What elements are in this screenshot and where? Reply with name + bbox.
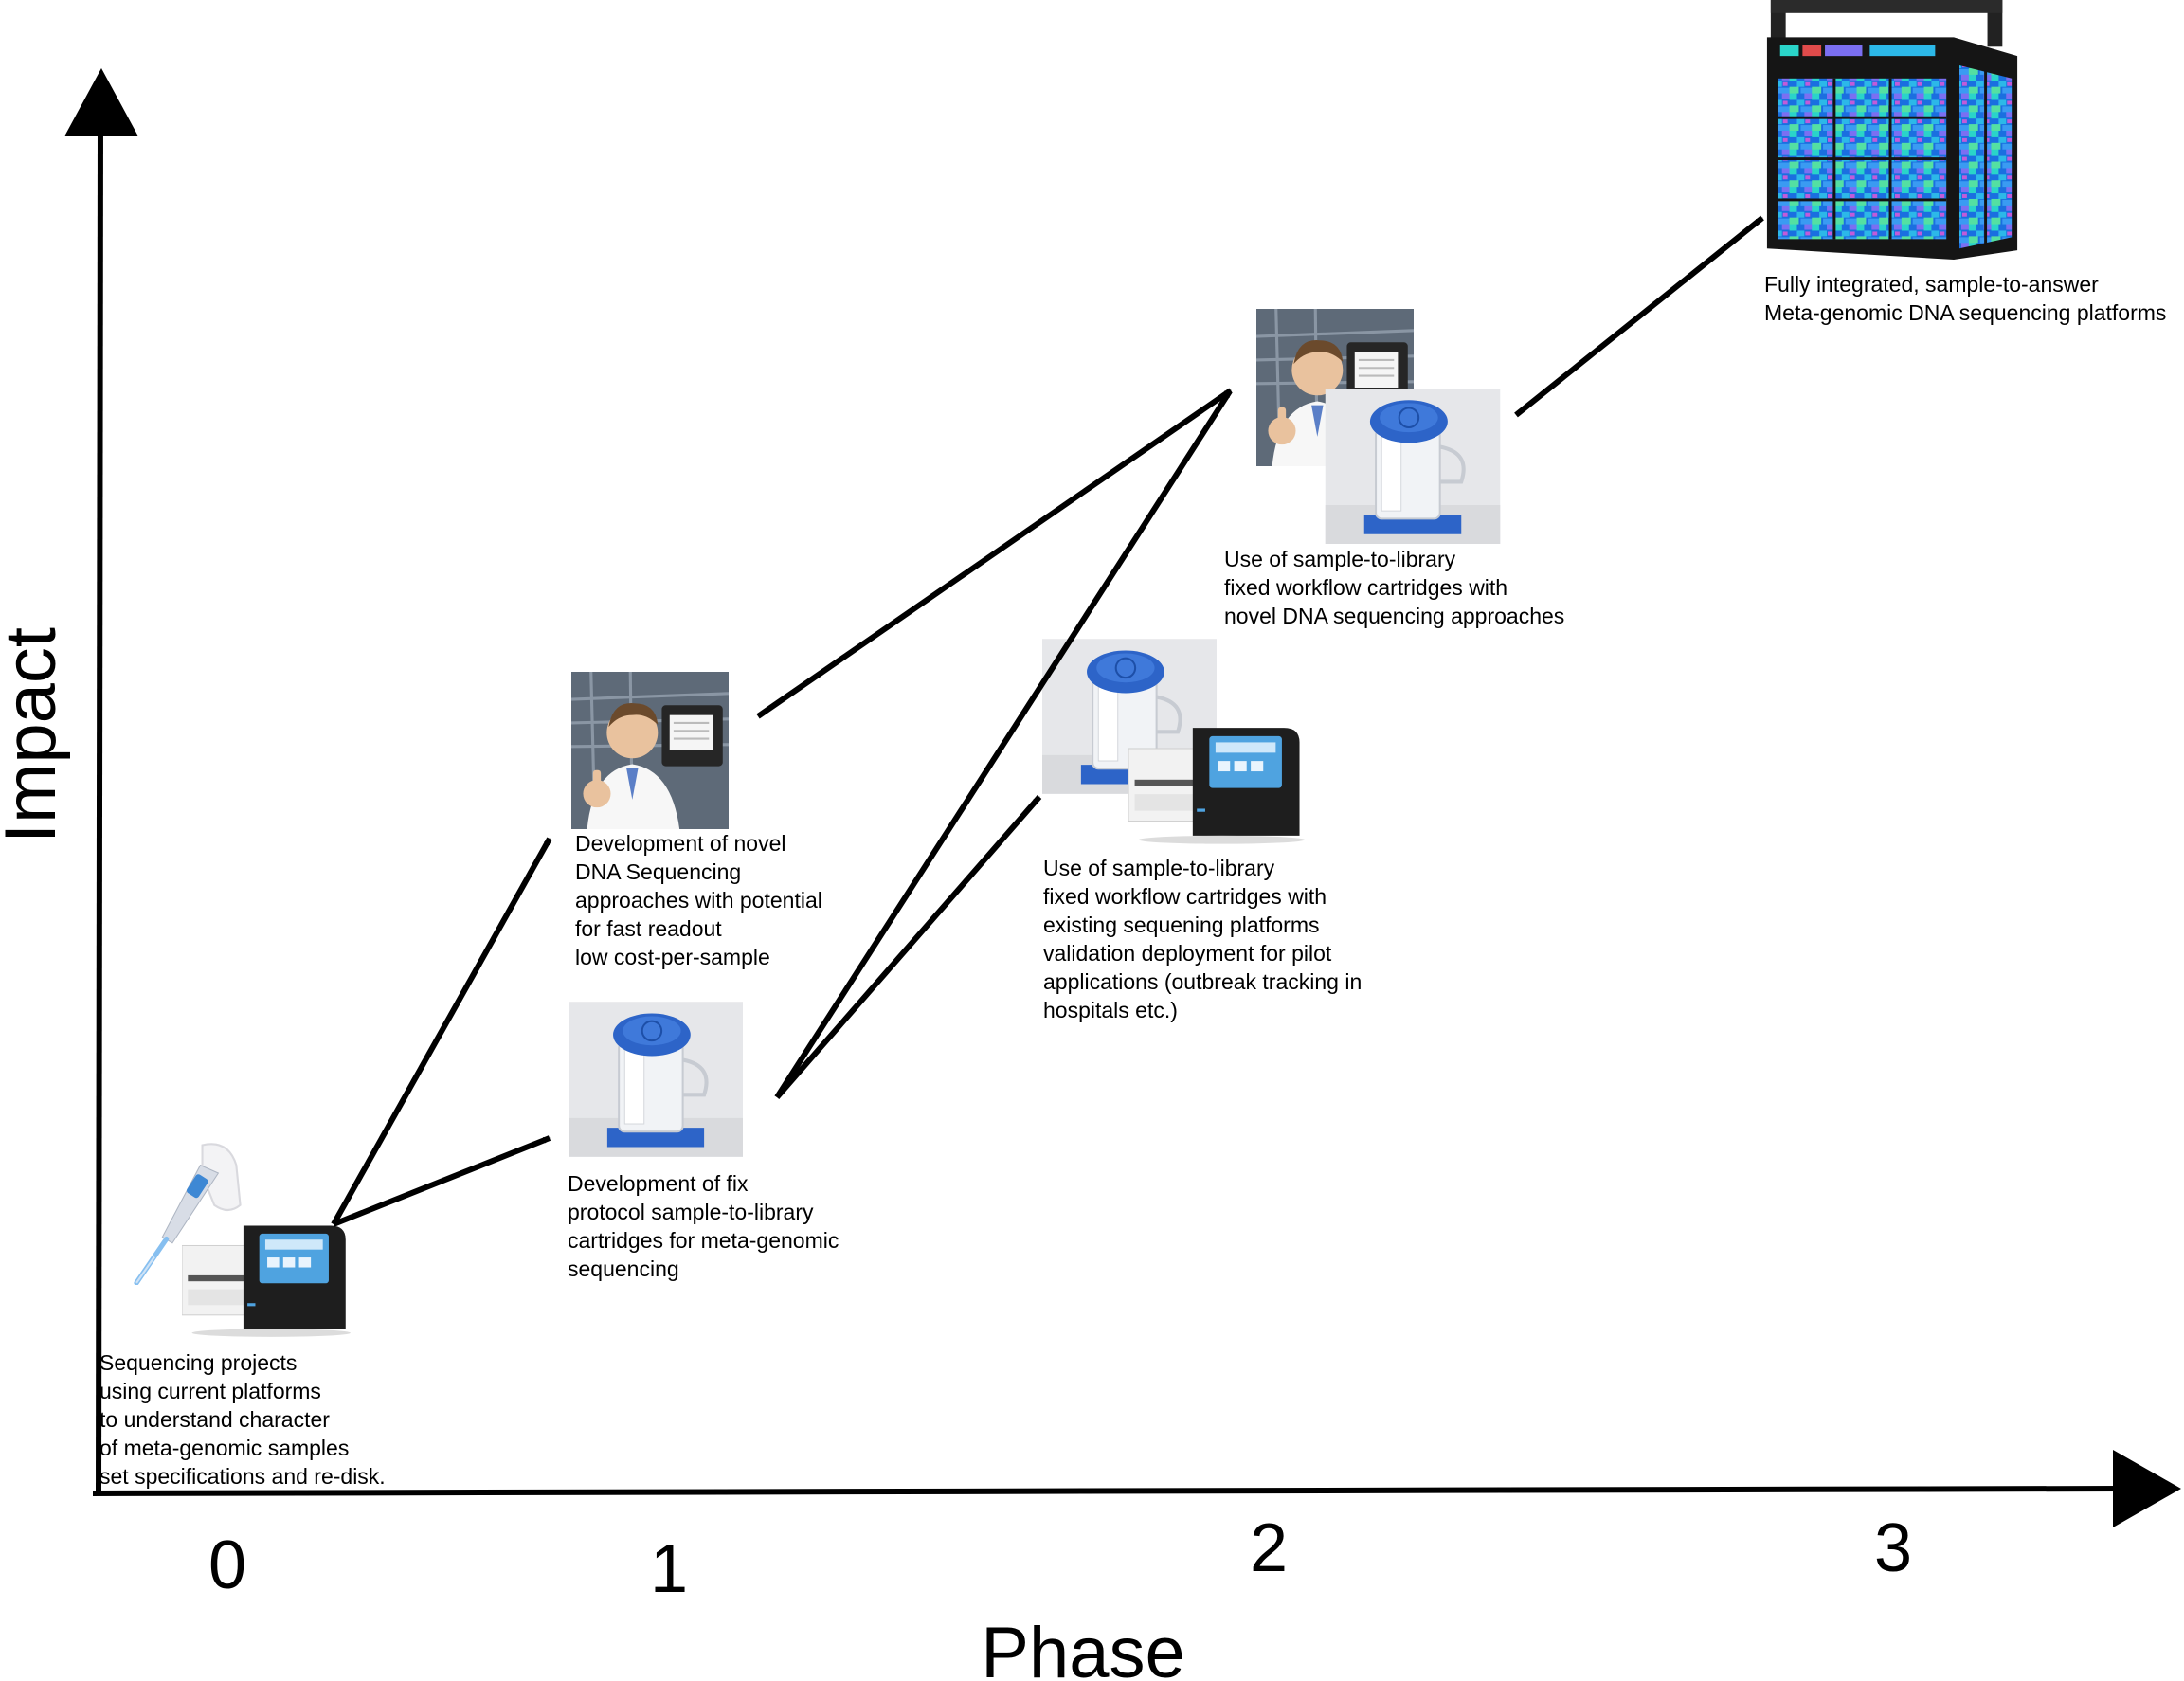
- phase2-existing-caption: Use of sample-to-library fixed workflow …: [1043, 856, 1363, 1022]
- arrow-cartridge-to-novel: [774, 389, 1233, 1099]
- arrow-phase0-to-sequencing: [331, 837, 552, 1226]
- x-axis-title: Phase: [981, 1613, 1185, 1681]
- arrow-cartridge-to-existing: [774, 795, 1042, 1099]
- cartridge-icon: [1326, 389, 1501, 544]
- x-tick-2: 2: [1250, 1510, 1288, 1586]
- benchtop-sequencer-icon: [182, 1225, 351, 1338]
- integrated-platform-icon: [1765, 0, 2019, 262]
- phase3-caption: Fully integrated, sample-to-answer Meta-…: [1764, 272, 2167, 325]
- scientist-with-device-icon: [571, 671, 729, 830]
- y-axis-arrowhead: [64, 68, 138, 136]
- x-tick-1: 1: [650, 1531, 688, 1607]
- phase0-caption: Sequencing projects using current platfo…: [99, 1350, 386, 1489]
- cartridge-icon: [569, 1002, 743, 1157]
- x-axis-arrowhead: [2113, 1450, 2181, 1527]
- arrow-sequencing-to-novel: [756, 388, 1233, 719]
- phase1-sequencing-caption: Development of novel DNA Sequencing appr…: [575, 831, 822, 969]
- phase2-novel-caption: Use of sample-to-library fixed workflow …: [1224, 547, 1565, 628]
- phase1-cartridge-caption: Development of fix protocol sample-to-li…: [568, 1171, 839, 1281]
- y-axis-line: [96, 122, 103, 1494]
- arrow-novel-to-integrated: [1514, 215, 1764, 418]
- y-axis-title: Impact: [0, 627, 71, 843]
- x-tick-3: 3: [1874, 1510, 1912, 1586]
- x-tick-0: 0: [208, 1527, 246, 1603]
- x-axis-line: [92, 1486, 2123, 1496]
- arrow-phase0-to-cartridge: [332, 1135, 551, 1227]
